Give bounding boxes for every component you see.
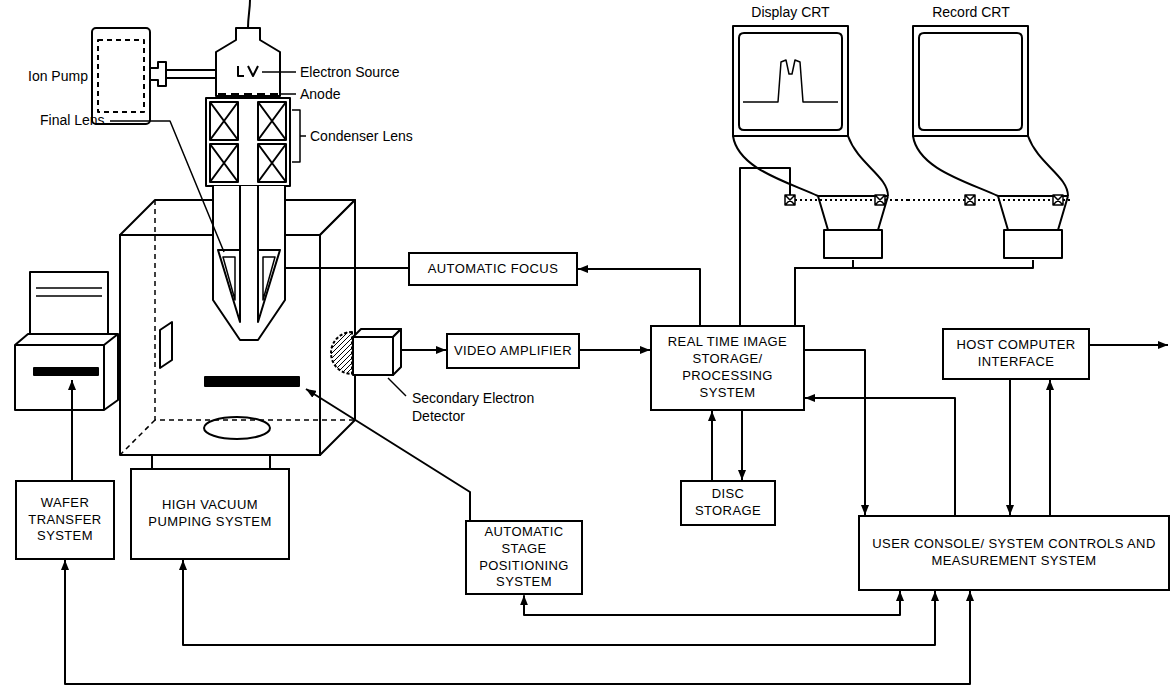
crt-funnel bbox=[913, 136, 1068, 196]
connector bbox=[795, 260, 853, 325]
condenser-coil bbox=[210, 102, 286, 182]
node-heading: Record CRT bbox=[912, 4, 1030, 22]
ion-pump-inner bbox=[98, 40, 144, 112]
wafer bbox=[205, 377, 299, 386]
connector bbox=[578, 269, 700, 325]
process-box: WAFER TRANSFER SYSTEM bbox=[15, 480, 115, 560]
box-label: USER CONSOLE/ SYSTEM CONTROLS AND MEASUR… bbox=[864, 536, 1164, 570]
connector bbox=[805, 398, 955, 515]
detector-side bbox=[393, 329, 401, 375]
box-label: REAL TIME IMAGE STORAGE/ PROCESSING SYST… bbox=[656, 334, 799, 402]
connector bbox=[805, 350, 865, 515]
connector bbox=[741, 411, 743, 480]
leader-line bbox=[281, 93, 296, 95]
process-box: HOST COMPUTER INTERFACE bbox=[942, 328, 1090, 380]
process-box: AUTOMATIC STAGE POSITIONING SYSTEM bbox=[465, 520, 583, 596]
pump-pipe bbox=[150, 62, 216, 86]
crt-base bbox=[1004, 230, 1062, 258]
deflection-yoke bbox=[785, 195, 885, 205]
box-label: WAFER TRANSFER SYSTEM bbox=[21, 495, 109, 546]
pump-line bbox=[152, 455, 270, 468]
process-box: HIGH VACUUM PUMPING SYSTEM bbox=[130, 468, 290, 560]
part-label: Final Lens bbox=[40, 112, 105, 128]
gun-cable bbox=[248, 0, 250, 28]
connector bbox=[795, 260, 1033, 325]
detector-front bbox=[353, 337, 393, 375]
connector bbox=[711, 411, 713, 480]
record-crt-outline bbox=[908, 4, 1072, 260]
box-label: DISC STORAGE bbox=[686, 486, 770, 520]
gun-housing bbox=[216, 28, 280, 96]
process-box: DISC STORAGE bbox=[680, 480, 776, 526]
box-label: HOST COMPUTER INTERFACE bbox=[948, 337, 1084, 371]
connector bbox=[402, 349, 446, 351]
stage-ellipse bbox=[204, 417, 270, 439]
process-box: VIDEO AMPLIFIER bbox=[446, 333, 580, 369]
box-label: HIGH VACUUM PUMPING SYSTEM bbox=[136, 497, 284, 531]
deflection-line bbox=[908, 199, 1072, 201]
crt-screen-frame bbox=[913, 26, 1028, 136]
connector bbox=[580, 349, 650, 351]
filament-symbol bbox=[238, 66, 258, 76]
node-heading: Secondary Electron Detector bbox=[412, 390, 562, 425]
record-crt: Record CRT bbox=[908, 4, 1072, 260]
host-output-arrow bbox=[1090, 344, 1168, 346]
leader-line bbox=[262, 71, 296, 73]
final-lens-housing bbox=[213, 186, 285, 340]
detector-block: Secondary Electron Detector bbox=[352, 328, 402, 376]
anode-plate bbox=[218, 93, 278, 95]
load-lock-wafer bbox=[34, 368, 98, 375]
condenser-housing bbox=[206, 98, 290, 186]
deflection-yoke bbox=[965, 195, 1063, 205]
connector bbox=[739, 260, 741, 325]
part-label: Condenser Lens bbox=[310, 128, 413, 144]
chamber-window bbox=[160, 322, 172, 368]
connector bbox=[896, 199, 908, 201]
display-crt: Display CRT bbox=[728, 4, 896, 260]
crt-screen bbox=[919, 33, 1022, 130]
process-box: REAL TIME IMAGE STORAGE/ PROCESSING SYST… bbox=[650, 325, 805, 411]
scintillator bbox=[331, 332, 352, 374]
crt-funnel bbox=[733, 136, 888, 196]
final-lens-pole bbox=[218, 186, 280, 322]
crt-base bbox=[824, 230, 882, 258]
connector bbox=[1049, 380, 1051, 515]
load-lock-top bbox=[30, 272, 108, 334]
box-label: AUTOMATIC FOCUS bbox=[414, 261, 572, 278]
process-box: USER CONSOLE/ SYSTEM CONTROLS AND MEASUR… bbox=[858, 515, 1170, 591]
part-label: Electron Source bbox=[300, 64, 400, 80]
box-label: AUTOMATIC STAGE POSITIONING SYSTEM bbox=[471, 524, 577, 592]
focus-wire bbox=[286, 267, 408, 269]
process-box: AUTOMATIC FOCUS bbox=[408, 252, 578, 286]
box-label: VIDEO AMPLIFIER bbox=[452, 343, 574, 360]
part-label: Anode bbox=[300, 86, 340, 102]
node-heading: Display CRT bbox=[733, 4, 848, 22]
part-label: Ion Pump bbox=[28, 68, 88, 84]
load-lock-slot bbox=[36, 288, 102, 296]
display-crt-outline bbox=[728, 4, 896, 260]
deflection-wire bbox=[740, 168, 790, 260]
leader-line bbox=[388, 378, 406, 396]
final-lens-gap bbox=[223, 257, 275, 300]
lens-bracket bbox=[292, 110, 306, 162]
crt-screen bbox=[739, 33, 842, 130]
transfer-arrow bbox=[71, 380, 73, 480]
crt-screen-frame bbox=[733, 26, 848, 136]
crt-waveform bbox=[743, 60, 838, 102]
ion-pump-body bbox=[92, 28, 150, 124]
load-lock-body bbox=[15, 334, 118, 410]
connector bbox=[1009, 380, 1011, 515]
detector-block-outline bbox=[352, 328, 402, 376]
leader-line bbox=[110, 121, 224, 252]
